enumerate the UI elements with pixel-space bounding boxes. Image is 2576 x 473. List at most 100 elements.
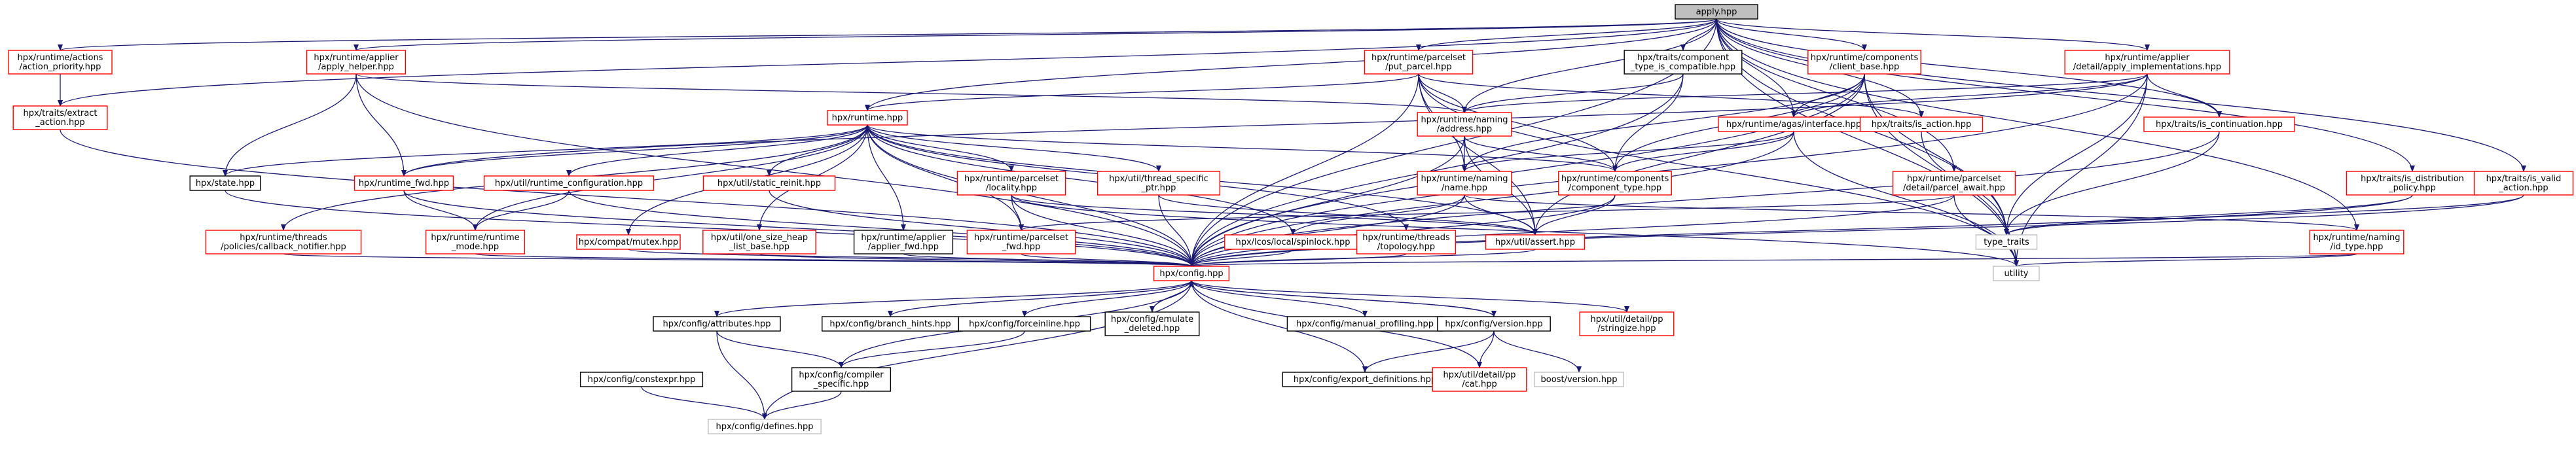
node-is-action[interactable]: hpx/traits/is_action.hpp [1859, 116, 1984, 132]
edge-parcel-await-to-config [1189, 194, 1955, 267]
edge-runtime-fwd-to-config [403, 190, 1194, 267]
node-callback-notifier[interactable]: hpx/runtime/threads/policies/callback_no… [205, 230, 362, 254]
edge-client-base-to-util-assert [1533, 73, 1865, 236]
node-label-line: hpx/runtime.hpp [832, 113, 903, 123]
edge-runtime-configuration-to-runtime-mode [473, 190, 570, 231]
edge-apply-to-component-type-is-compatible [1680, 18, 1717, 51]
edge-apply-implementations-to-config [1189, 73, 2148, 267]
node-thread-specific-ptr[interactable]: hpx/util/thread_specific_ptr.hpp [1097, 171, 1221, 196]
node-box [2309, 230, 2404, 254]
node-label-line: hpx/runtime/runtime [431, 233, 519, 243]
node-attributes: hpx/config/attributes.hpp [653, 316, 781, 332]
edge-put-parcel-to-component-type [1418, 73, 1618, 172]
edge-client-base-to-type-traits [1864, 73, 2009, 236]
edge-runtime-mode-to-config [475, 253, 1193, 267]
node-static-reinit[interactable]: hpx/util/static_reinit.hpp [702, 175, 836, 191]
edge-component-type-is-compatible-to-component-type [1612, 73, 1684, 172]
node-box [958, 316, 1091, 332]
edge-thread-specific-ptr-to-util-assert [1158, 194, 1538, 236]
edge-emulate-deleted-to-config [1152, 280, 1194, 313]
node-apply-implementations[interactable]: hpx/runtime/applier/detail/apply_impleme… [2064, 50, 2230, 75]
node-box [853, 230, 954, 254]
node-label-line: hpx/config/emulate [1111, 315, 1193, 324]
node-label-line: _action.hpp [35, 118, 84, 128]
edge-runtime-to-parcelset-fwd [867, 124, 1024, 231]
node-runtime-mode[interactable]: hpx/runtime/runtime_mode.hpp [425, 230, 526, 254]
node-label-line: hpx/traits/component [1637, 53, 1729, 63]
edge-attributes-to-compiler-specific [716, 330, 844, 368]
node-label-line: hpx/compat/mutex.hpp [579, 237, 678, 247]
node-defines: hpx/config/defines.hpp [708, 419, 822, 434]
node-one-size-heap[interactable]: hpx/util/one_size_heap_list_base.hpp [702, 230, 816, 254]
node-type-traits: type_traits [1975, 234, 2038, 250]
node-locality[interactable]: hpx/runtime/parcelset/locality.hpp [956, 171, 1066, 196]
edge-apply-to-extract-action [58, 18, 1717, 107]
node-spinlock[interactable]: hpx/lcos/local/spinlock.hpp [1224, 234, 1362, 250]
node-is-continuation[interactable]: hpx/traits/is_continuation.hpp [2143, 116, 2295, 132]
edge-client-base-to-config [1189, 73, 1865, 267]
node-agas-interface[interactable]: hpx/runtime/agas/interface.hpp [1718, 116, 1870, 132]
edge-id-type-to-utility [2014, 253, 2357, 267]
node-box [956, 171, 1066, 196]
node-label-line: hpx/traits/is_distribution [2361, 174, 2464, 184]
node-box [1558, 171, 1672, 196]
edge-is-continuation-to-type-traits [2004, 131, 2220, 236]
node-manual-profiling: hpx/config/manual_profiling.hpp [1286, 316, 1443, 332]
node-is-valid-action[interactable]: hpx/traits/is_valid_action.hpp [2473, 171, 2574, 196]
node-box [653, 316, 781, 332]
node-component-type[interactable]: hpx/runtime/components/component_type.hp… [1558, 171, 1672, 196]
node-parcel-await[interactable]: hpx/runtime/parcelset/detail/parcel_awai… [1892, 171, 2016, 196]
node-client-base[interactable]: hpx/runtime/components/client_base.hpp [1807, 50, 1921, 75]
edge-naming-name-to-util-assert [1464, 194, 1538, 236]
node-label-line: _deleted.hpp [1124, 324, 1180, 334]
edge-is-valid-action-to-type-traits [2004, 194, 2524, 236]
node-naming-name[interactable]: hpx/runtime/naming/name.hpp [1417, 171, 1512, 196]
node-label-line: hpx/util/runtime_configuration.hpp [495, 179, 643, 188]
node-label-line: utility [2005, 269, 2029, 279]
node-box [1417, 112, 1512, 137]
node-util-assert[interactable]: hpx/util/assert.hpp [1485, 234, 1586, 250]
node-label-line: hpx/traits/is_continuation.hpp [2156, 120, 2283, 130]
node-label-line: hpx/lcos/local/spinlock.hpp [1235, 237, 1350, 247]
node-box [1534, 372, 1624, 387]
node-stringize[interactable]: hpx/util/detail/pp/stringize.hpp [1579, 311, 1675, 336]
node-action-priority[interactable]: hpx/runtime/actions/action_priority.hpp [8, 50, 113, 75]
node-label-line: hpx/runtime_fwd.hpp [359, 179, 449, 188]
node-extract-action[interactable]: hpx/traits/extract_action.hpp [12, 105, 108, 130]
edge-static-reinit-to-config [769, 190, 1194, 267]
node-label-line: boost/version.hpp [1541, 375, 1618, 385]
edge-naming-name-to-id-type [1464, 194, 2359, 231]
node-put-parcel[interactable]: hpx/runtime/parcelset/put_parcel.hpp [1364, 50, 1474, 75]
node-label-line: /address.hpp [1437, 124, 1492, 134]
node-naming-address[interactable]: hpx/runtime/naming/address.hpp [1417, 112, 1512, 137]
node-label-line: hpx/runtime/naming [2313, 233, 2400, 243]
node-state: hpx/state.hpp [189, 175, 261, 191]
node-label-line: hpx/config/manual_profiling.hpp [1296, 319, 1434, 329]
node-label-line: hpx/traits/is_action.hpp [1872, 120, 1972, 130]
node-utility: utility [1993, 266, 2040, 281]
edge-agas-interface-to-component-type [1612, 131, 1794, 172]
node-box [1859, 116, 1984, 132]
edge-constexpr-to-defines [641, 386, 767, 420]
edge-apply-helper-to-config [355, 73, 1194, 267]
node-box [1624, 50, 1743, 75]
node-apply-helper[interactable]: hpx/runtime/applier/apply_helper.hpp [306, 50, 407, 75]
node-pp-cat[interactable]: hpx/util/detail/pp/cat.hpp [1432, 367, 1527, 392]
node-compat-mutex[interactable]: hpx/compat/mutex.hpp [576, 234, 681, 250]
node-is-distribution-policy[interactable]: hpx/traits/is_distribution_policy.hpp [2346, 171, 2479, 196]
node-box [2473, 171, 2574, 196]
edge-put-parcel-to-utility [1418, 73, 2019, 267]
node-config[interactable]: hpx/config.hpp [1153, 266, 1230, 281]
node-runtime-configuration[interactable]: hpx/util/runtime_configuration.hpp [483, 175, 655, 191]
edge-apply-implementations-to-type-traits [2004, 73, 2148, 236]
node-label-line: _list_base.hpp [729, 242, 789, 252]
node-id-type[interactable]: hpx/runtime/naming/id_type.hpp [2309, 230, 2404, 254]
node-runtime-fwd[interactable]: hpx/runtime_fwd.hpp [354, 175, 454, 191]
node-runtime[interactable]: hpx/runtime.hpp [827, 110, 908, 126]
node-box [1807, 50, 1921, 75]
edge-runtime-to-runtime-fwd [401, 124, 868, 177]
node-topology[interactable]: hpx/runtime/threads/topology.hpp [1356, 230, 1457, 254]
node-parcelset-fwd[interactable]: hpx/runtime/parcelset_fwd.hpp [966, 230, 1076, 254]
node-emulate-deleted: hpx/config/emulate_deleted.hpp [1104, 311, 1200, 336]
edge-put-parcel-to-util-assert [1418, 73, 1538, 236]
